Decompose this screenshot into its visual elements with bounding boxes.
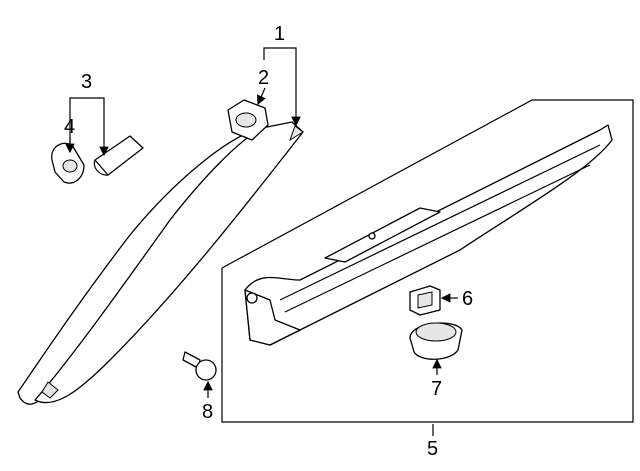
grommet-part-7 — [409, 322, 463, 360]
callout-5: 5 — [427, 438, 438, 460]
clip-part-6 — [409, 285, 441, 316]
clip-part-4 — [51, 142, 85, 184]
pillar-trim-part — [17, 121, 304, 405]
leader-lines — [65, 47, 458, 436]
callout-6: 6 — [462, 288, 473, 310]
pad-part-3 — [93, 135, 144, 176]
callout-7: 7 — [431, 378, 442, 400]
sill-plate-group-5 — [221, 99, 634, 423]
clip-part-2 — [227, 99, 269, 141]
callout-3: 3 — [81, 71, 92, 93]
callout-8: 8 — [202, 401, 213, 423]
callout-2: 2 — [258, 67, 269, 89]
callout-1: 1 — [274, 23, 285, 45]
screw-part-8 — [182, 351, 217, 381]
callout-4: 4 — [64, 116, 75, 138]
